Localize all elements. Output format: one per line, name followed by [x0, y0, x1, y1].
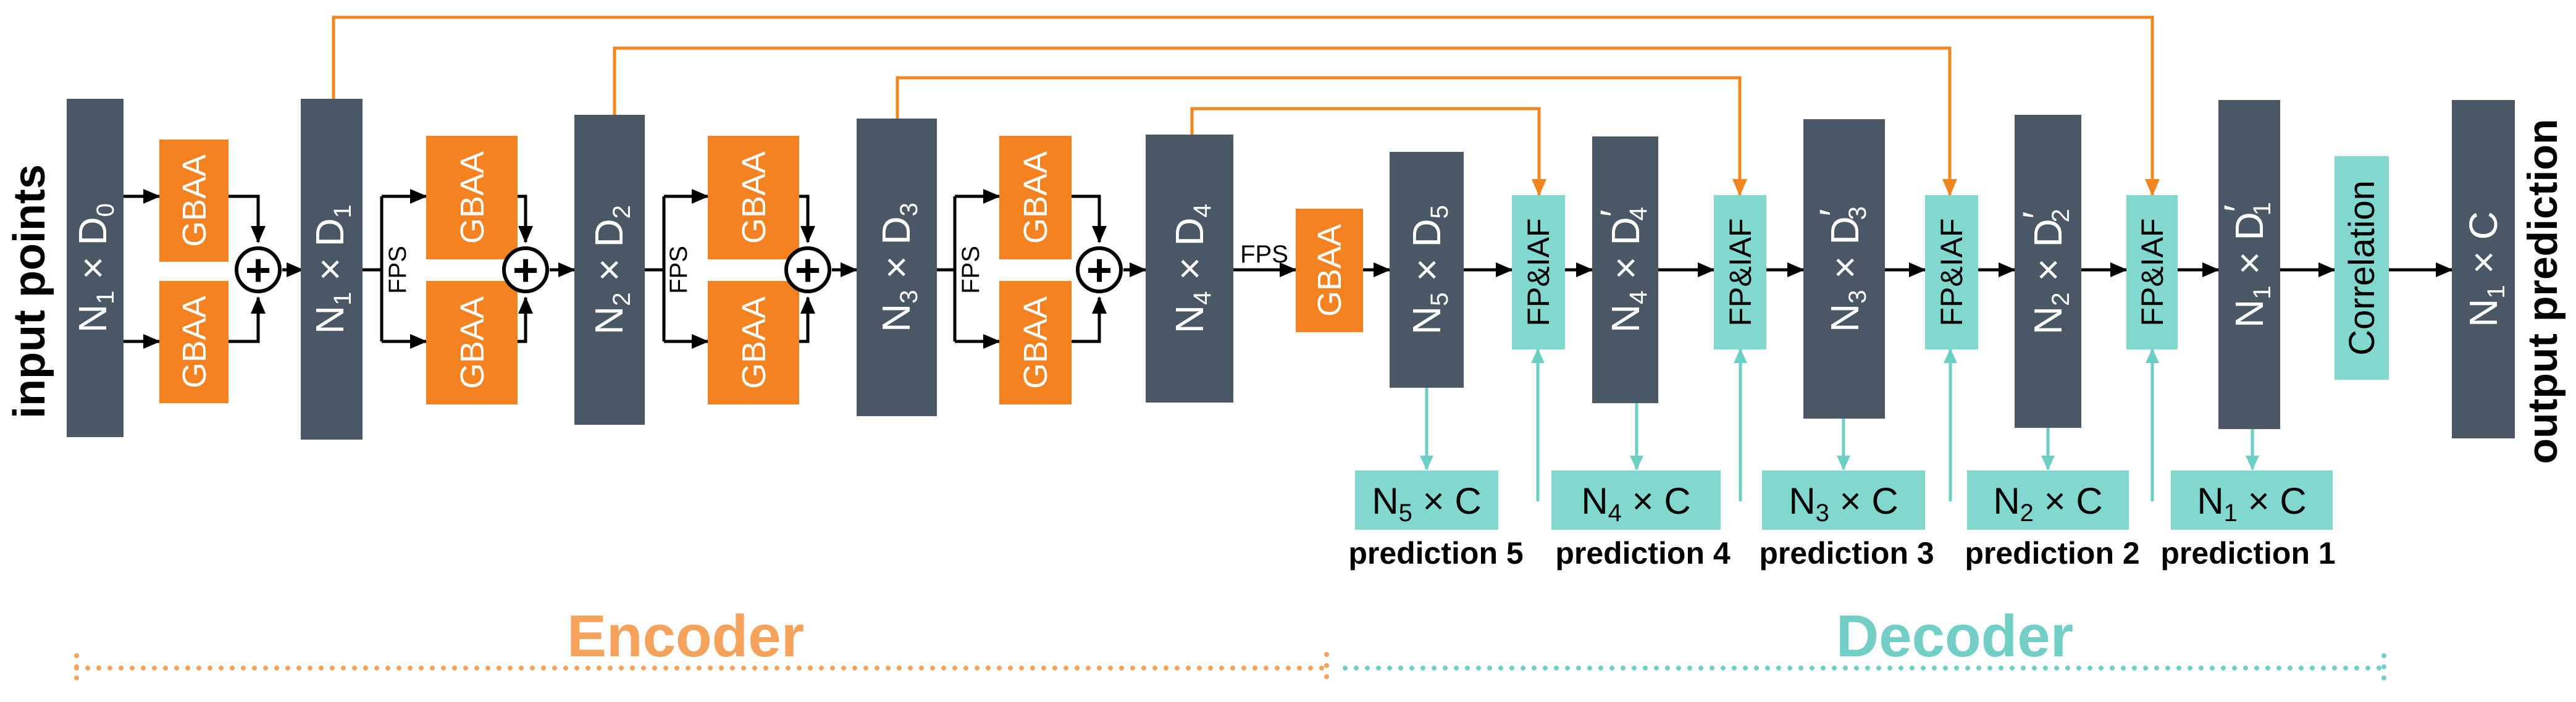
svg-text:GBAA: GBAA [736, 151, 773, 244]
svg-text:N1 × C: N1 × C [2461, 211, 2510, 327]
svg-text:N1 × C: N1 × C [2197, 480, 2306, 527]
skip-connection-d1 [332, 15, 2160, 196]
svg-text:FP&IAF: FP&IAF [1934, 218, 1969, 326]
svg-text:Correlation: Correlation [2342, 180, 2382, 356]
svg-text:N2 × C: N2 × C [1993, 480, 2102, 527]
svg-text:N1 × D1: N1 × D1 [308, 204, 356, 334]
svg-text:N4 × D′4: N4 × D′4 [1592, 207, 1652, 333]
feature-block-d2: N2 × D2 [574, 115, 645, 425]
svg-text:FPS: FPS [665, 246, 692, 294]
svg-text:+: + [245, 246, 271, 295]
input-points-label: input points [5, 164, 54, 419]
svg-text:GBAA: GBAA [736, 296, 773, 389]
prediction-connections [1420, 348, 2259, 501]
skip-connection-d2 [613, 46, 1957, 196]
skip-connection-d4 [1190, 107, 1546, 196]
prediction-block-1 [2171, 470, 2333, 530]
feature-block-n-sub: 1 [92, 290, 119, 304]
svg-text:N5 × C: N5 × C [1372, 480, 1481, 527]
output-prediction-label: output prediction [2519, 119, 2566, 464]
feature-block-d-sub: 0 [92, 203, 119, 217]
prediction-label-4: prediction 4 [1555, 536, 1731, 570]
svg-text:GBAA: GBAA [1017, 151, 1054, 244]
sum-node-2 [502, 246, 549, 293]
svg-text:N3 × C: N3 × C [1789, 480, 1898, 527]
encoder-section-label: Encoder [567, 603, 804, 669]
prediction-block-2 [1967, 470, 2129, 530]
decoder-block-d2-prime: N2 × D′2 [2015, 115, 2081, 428]
sum-nodes [235, 246, 1123, 293]
svg-text:FPS: FPS [1240, 241, 1288, 268]
svg-text:N1 × D0: N1 × D0 [70, 203, 119, 333]
section-dividers [74, 652, 2386, 683]
decoder-section-label: Decoder [1836, 603, 2073, 669]
prediction-label-1: prediction 1 [2160, 536, 2335, 570]
svg-text:N2 × D′2: N2 × D′2 [2015, 209, 2075, 335]
svg-text:GBAA: GBAA [176, 296, 213, 388]
sum-symbols: + + + + [245, 246, 1112, 295]
svg-text:N3 × D′3: N3 × D′3 [1811, 206, 1871, 332]
svg-text:FP&IAF: FP&IAF [2135, 218, 2170, 326]
prediction-blocks: N5 × C prediction 5 N4 × C prediction 4 … [1348, 470, 2336, 570]
svg-text:N5 × D5: N5 × D5 [1404, 205, 1453, 335]
decoder-divider [1343, 653, 2386, 683]
skip-connection-d3 [896, 76, 1747, 196]
feature-block-d3: N3 × D3 [857, 119, 937, 416]
svg-text:GBAA: GBAA [1311, 224, 1348, 317]
svg-text:GBAA: GBAA [454, 151, 491, 244]
feature-block-d1: N1 × D1 [301, 99, 363, 440]
fpiaf-blocks: FP&IAF FP&IAF FP&IAF FP&IAF [1512, 195, 2178, 349]
svg-text:FP&IAF: FP&IAF [1723, 218, 1758, 326]
svg-text:GBAA: GBAA [1017, 296, 1054, 389]
svg-text:N3 × D3: N3 × D3 [874, 203, 923, 332]
svg-text:+: + [795, 246, 821, 295]
svg-text:FPS: FPS [384, 246, 411, 294]
prediction-label-3: prediction 3 [1759, 536, 1934, 570]
feature-block-input: N1 × D0 [67, 99, 124, 437]
feature-block-d5: N5 × D5 [1390, 152, 1464, 388]
decoder-block-d4-prime: N4 × D′4 [1592, 136, 1658, 403]
prediction-label-2: prediction 2 [1965, 536, 2139, 570]
feature-block-d4: N4 × D4 [1146, 135, 1233, 403]
prediction-block-3 [1762, 470, 1925, 530]
encoder-divider [74, 653, 1329, 683]
feature-block-n: N [70, 304, 115, 333]
svg-text:N1 × D′1: N1 × D′1 [2216, 202, 2276, 328]
sum-node-3 [784, 246, 831, 293]
skip-connections [332, 15, 2160, 196]
decoder-block-d1-prime: N1 × D′1 [2216, 100, 2280, 429]
gbaa-blocks: GBAA GBAA GBAA GBAA GBAA GBAA GBAA GBAA … [159, 136, 1363, 404]
output-block: N1 × C [2452, 100, 2515, 438]
svg-text:FP&IAF: FP&IAF [1521, 218, 1556, 326]
svg-text:N4 × D4: N4 × D4 [1167, 204, 1216, 333]
svg-text:N2 × D2: N2 × D2 [587, 205, 636, 335]
fps-labels: FPS FPS FPS FPS [384, 241, 1288, 294]
svg-text:+: + [1086, 246, 1112, 295]
prediction-block-4 [1551, 470, 1721, 530]
prediction-label-5: prediction 5 [1348, 536, 1523, 570]
svg-text:N4 × C: N4 × C [1581, 480, 1690, 527]
sum-node-4 [1076, 246, 1123, 293]
svg-text:FPS: FPS [957, 246, 984, 294]
svg-text:GBAA: GBAA [454, 296, 491, 389]
correlation-block: Correlation [2335, 156, 2389, 380]
prediction-block-5 [1355, 470, 1498, 530]
sum-node-1 [235, 246, 282, 293]
gbaa-label: GBAA [176, 154, 213, 247]
svg-text:+: + [513, 246, 539, 295]
decoder-block-d3-prime: N3 × D′3 [1803, 119, 1885, 419]
main-flow-arrows [124, 189, 2453, 349]
